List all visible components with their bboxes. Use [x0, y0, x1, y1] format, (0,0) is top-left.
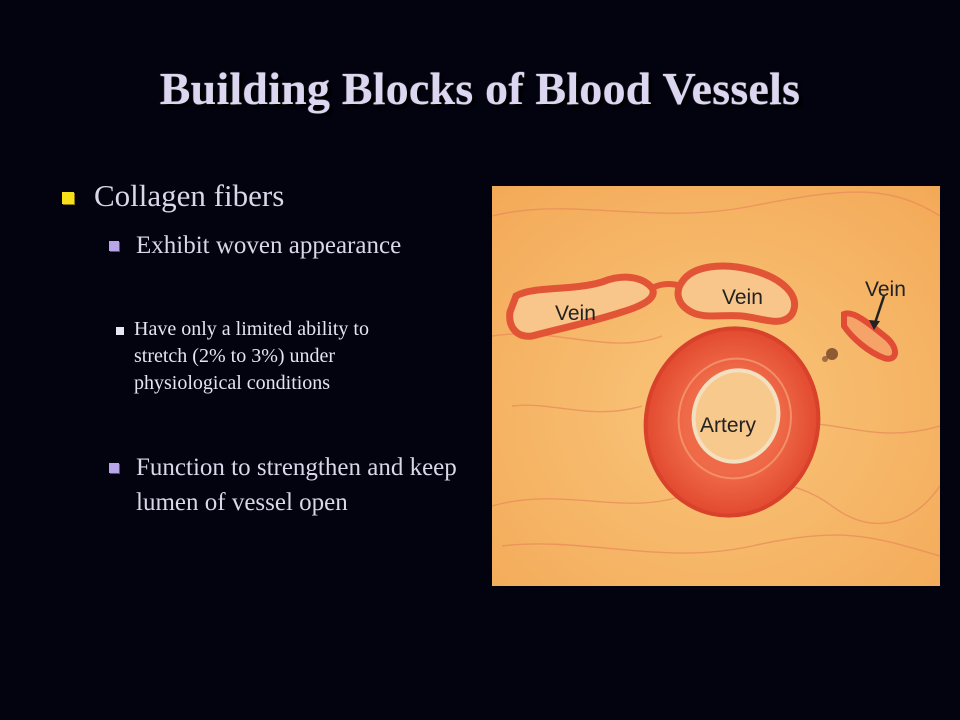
square-bullet-icon — [116, 327, 124, 335]
arrow-head-icon — [869, 320, 880, 330]
slide-title: Building Blocks of Blood Vessels — [159, 63, 801, 114]
bullet-text: Exhibit woven appearance — [136, 232, 402, 259]
label-artery: Artery — [700, 414, 757, 437]
label-vein-left: Vein — [555, 302, 596, 325]
tissue-debris — [822, 356, 828, 362]
square-bullet-icon — [109, 463, 119, 473]
vein-center-wall — [674, 262, 798, 325]
square-bullet-icon — [109, 241, 119, 251]
bullet-text: Collagen fibers — [94, 178, 285, 213]
bullet-text: Have only a limited ability to stretch (… — [134, 318, 369, 394]
bullet-text: Function to strengthen and keep lumen of… — [136, 454, 457, 516]
histology-micrograph: Vein Vein Vein Artery — [492, 186, 940, 586]
micrograph-drawing: Vein Vein Vein Artery — [492, 186, 940, 586]
vein-left-wall — [506, 273, 657, 340]
label-vein-center: Vein — [722, 286, 763, 309]
label-vein-right: Vein — [865, 278, 906, 301]
vein-right-wall — [841, 310, 898, 362]
artery-lumen — [691, 368, 781, 464]
tissue-debris — [826, 348, 838, 360]
connecting-vessel — [650, 281, 683, 291]
square-bullet-icon — [62, 192, 74, 204]
